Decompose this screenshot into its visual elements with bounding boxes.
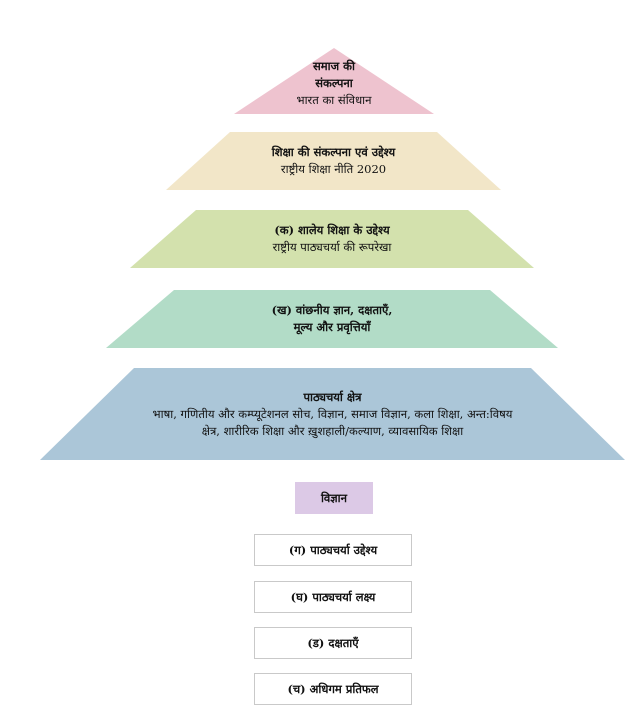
- level-4-title-line2: मूल्य और प्रवृत्तियाँ: [293, 320, 371, 334]
- pyramid-level-1-shape: [234, 48, 434, 114]
- level-3-subtitle: राष्ट्रीय पाठ्यचर्या की रूपरेखा: [272, 240, 392, 254]
- pyramid-level-5-shape: [40, 368, 625, 460]
- pyramid-level-1: समाज की संकल्पना भारत का संविधान: [234, 48, 434, 114]
- level-2-subtitle: राष्ट्रीय शिक्षा नीति 2020: [280, 162, 387, 176]
- box-competencies: (ड) दक्षताएँ: [254, 627, 412, 659]
- box-curricular-objectives: (ग) पाठ्यचर्या उद्देश्य: [254, 534, 412, 566]
- pyramid-level-5: पाठ्यचर्या क्षेत्र भाषा, गणितीय और कम्प्…: [40, 368, 625, 460]
- level-5-line1: भाषा, गणितीय और कम्प्यूटेशनल सोच, विज्ञा…: [152, 406, 513, 421]
- pyramid-level-3-shape: [130, 210, 534, 268]
- pyramid-level-2: शिक्षा की संकल्पना एवं उद्देश्य राष्ट्री…: [166, 132, 501, 190]
- level-3-title: (क) शालेय शिक्षा के उद्देश्य: [274, 223, 390, 237]
- pyramid-level-4-shape: [106, 290, 558, 348]
- level-5-title: पाठ्यचर्या क्षेत्र: [303, 389, 362, 404]
- box-curricular-goals: (घ) पाठ्यचर्या लक्ष्य: [254, 581, 412, 613]
- level-1-title-line1: समाज की: [313, 58, 355, 73]
- level-1-title-line2: संकल्पना: [315, 75, 353, 90]
- level-4-title-line1: (ख) वांछनीय ज्ञान, दक्षताएँ,: [271, 303, 393, 317]
- subject-label: विज्ञान: [295, 482, 373, 514]
- pyramid-level-4: (ख) वांछनीय ज्ञान, दक्षताएँ, मूल्य और प्…: [106, 290, 558, 348]
- pyramid-level-2-shape: [166, 132, 501, 190]
- pyramid-level-3: (क) शालेय शिक्षा के उद्देश्य राष्ट्रीय प…: [130, 210, 534, 268]
- level-5-line2: क्षेत्र, शारीरिक शिक्षा और ख़ुशहाली/कल्य…: [201, 423, 464, 438]
- level-2-title: शिक्षा की संकल्पना एवं उद्देश्य: [271, 145, 396, 159]
- level-1-subtitle: भारत का संविधान: [296, 92, 372, 107]
- box-learning-outcomes: (च) अधिगम प्रतिफल: [254, 673, 412, 705]
